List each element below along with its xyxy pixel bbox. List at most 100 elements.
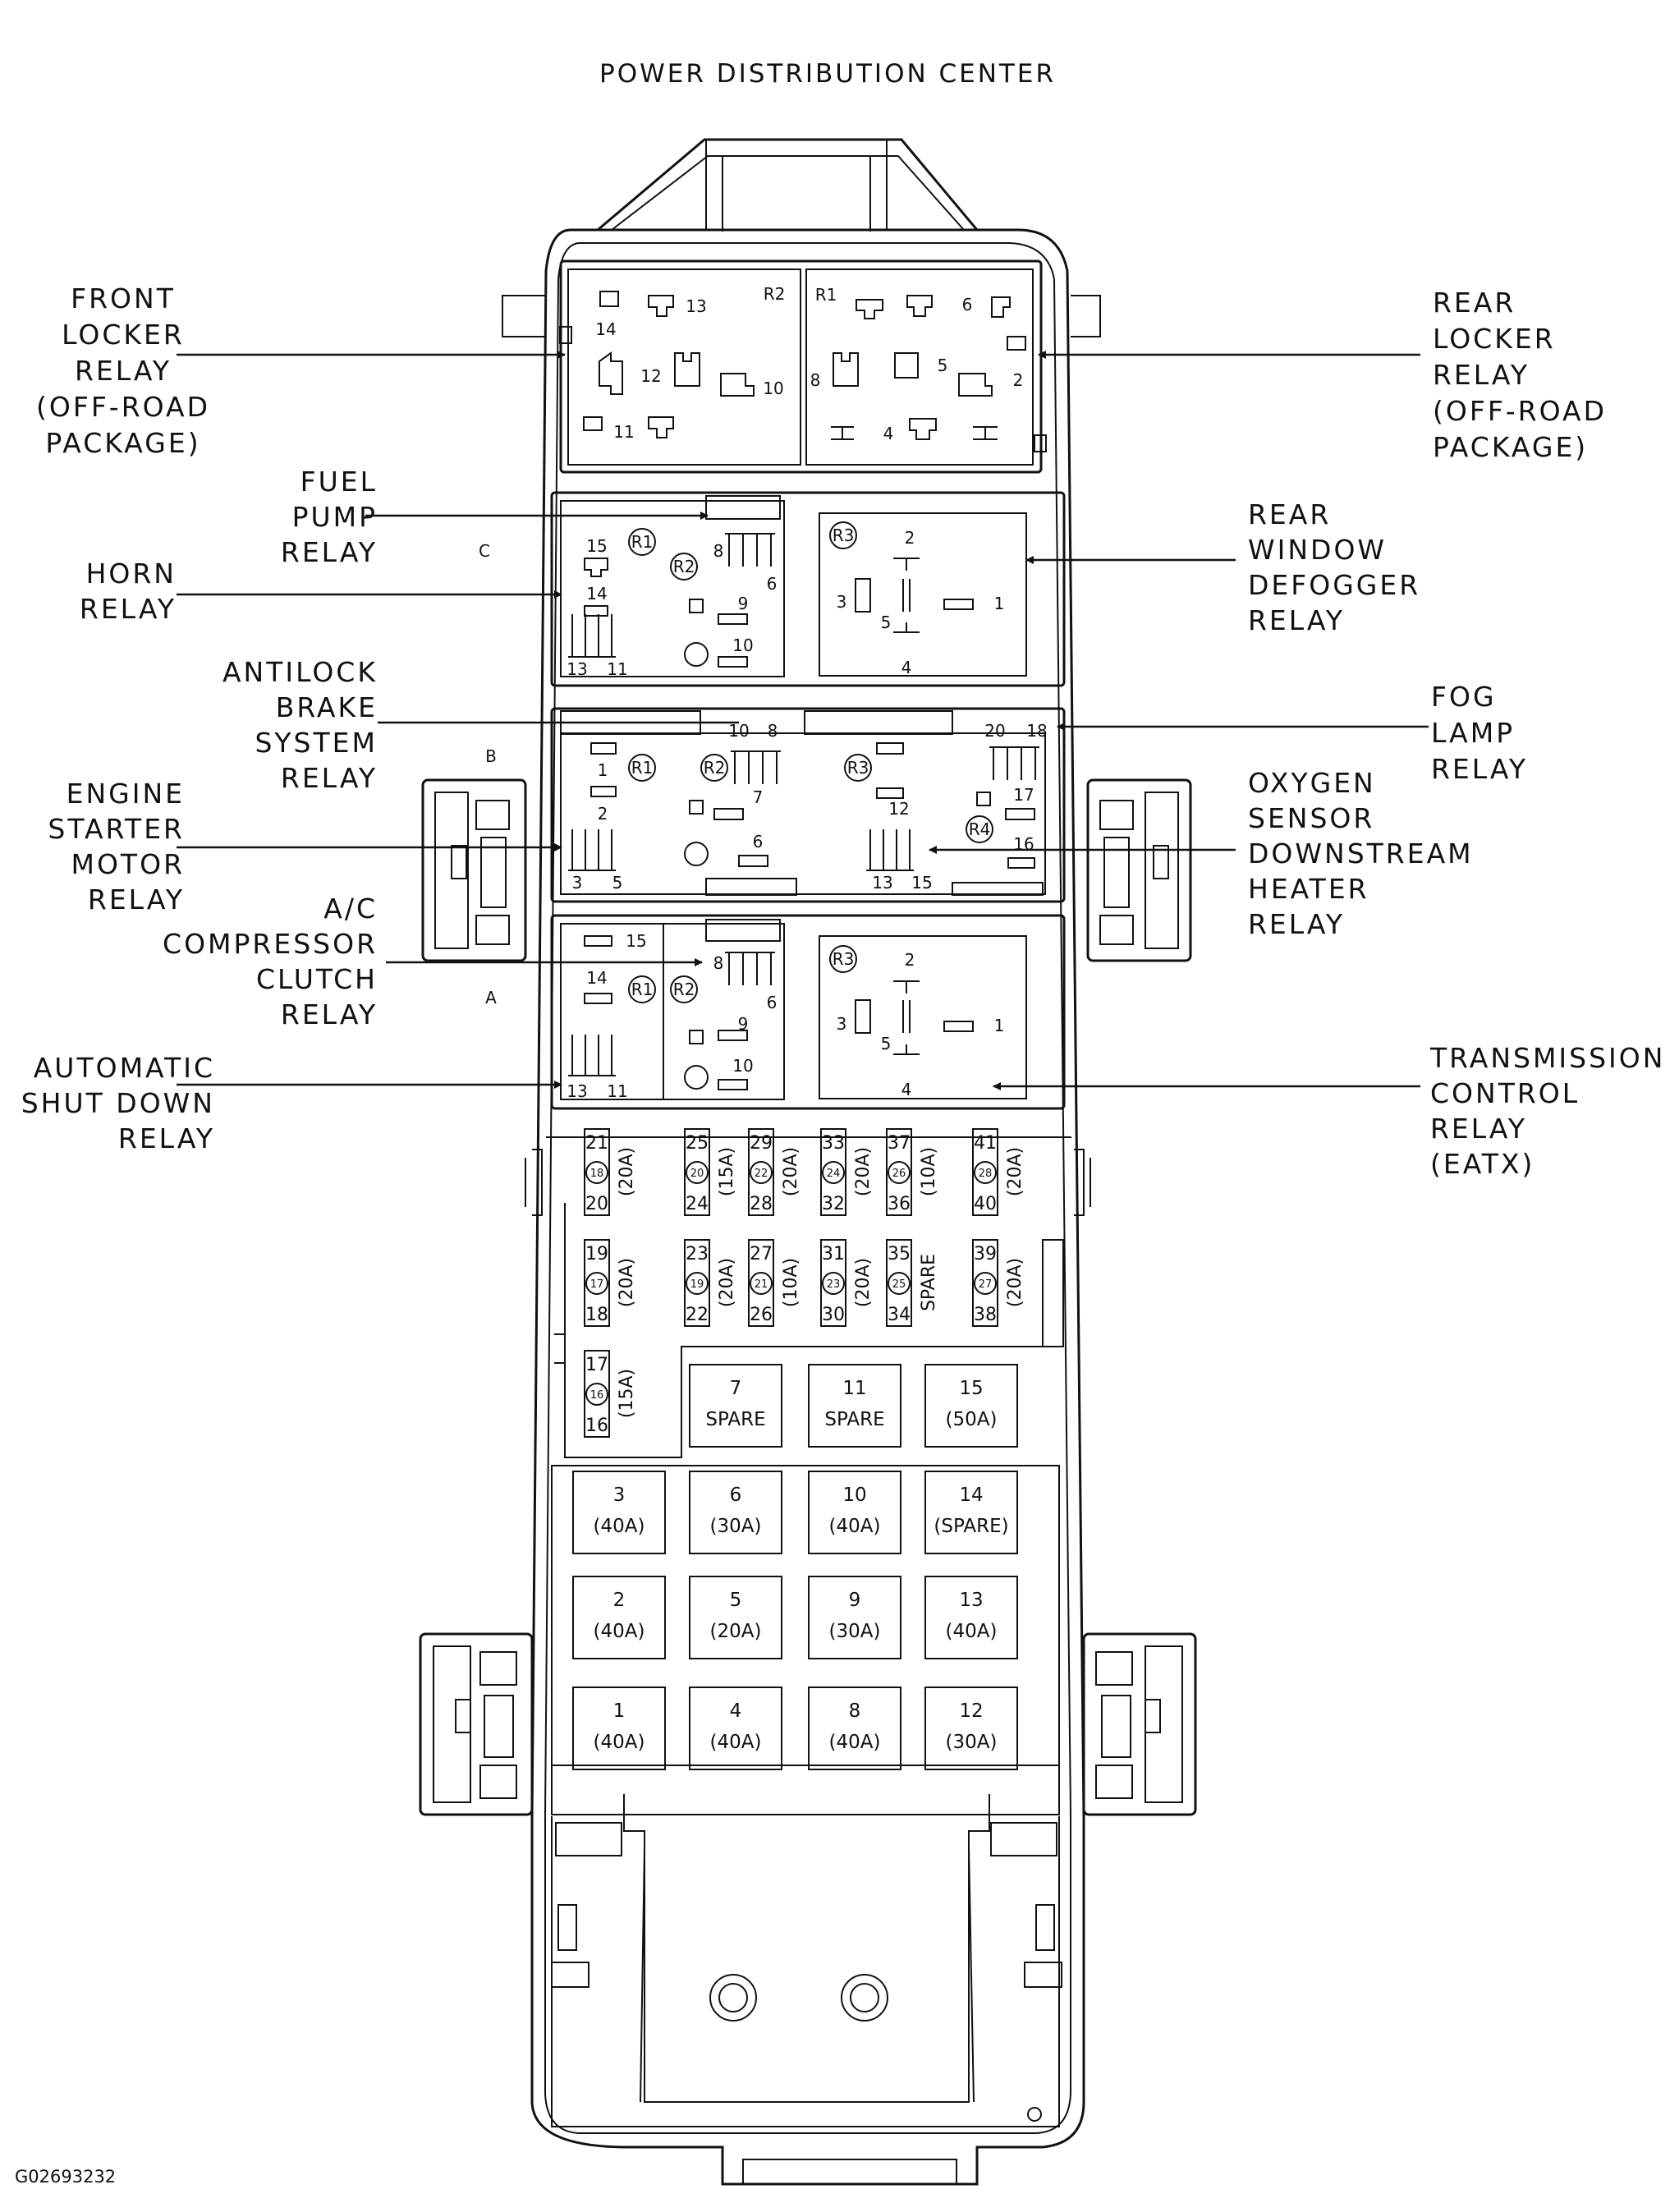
mini-fuse-number: 21 [755, 1278, 768, 1291]
mini-fuse-bottom-cavity: 34 [888, 1305, 911, 1325]
relay-terminal-label: 10 [763, 379, 783, 398]
maxi-fuse-number: 12 [959, 1700, 983, 1722]
relay-terminal-label: R2 [704, 758, 726, 778]
section-letter-b: B [485, 746, 497, 766]
mini-fuse-top-cavity: 41 [974, 1133, 997, 1154]
mini-fuse-rating: (15A) [617, 1369, 637, 1418]
callout-rear-window-defogger-line: RELAY [1248, 604, 1345, 636]
mini-fuse-rating: SPARE [919, 1254, 939, 1311]
mini-fuse-top-cavity: 31 [822, 1244, 845, 1264]
maxi-fuse-number: 10 [842, 1485, 866, 1506]
relay-terminal-label: 14 [586, 584, 607, 603]
relay-terminal-label: R3 [847, 758, 869, 778]
mini-fuse-rating: (15A) [717, 1147, 737, 1196]
relay-terminal-label: R1 [631, 758, 654, 778]
mini-fuse-number: 23 [827, 1278, 841, 1291]
relay-terminal-label: 14 [595, 319, 616, 339]
maxi-fuse: 8(40A) [808, 1687, 901, 1770]
relay-terminal-label: R3 [833, 525, 855, 545]
relay-terminal-label: 3 [572, 873, 583, 893]
callout-antilock-brake-line: RELAY [281, 762, 378, 794]
callout-fuel-pump-line: RELAY [281, 536, 378, 568]
maxi-fuse-number: 6 [730, 1485, 742, 1506]
callout-rear-window-defogger-line: DEFOGGER [1248, 569, 1420, 601]
callout-rear-locker-line: RELAY [1433, 359, 1530, 391]
mini-fuse-bottom-cavity: 36 [888, 1194, 911, 1214]
relay-terminal-label: 15 [586, 536, 607, 556]
mini-fuse-bottom-cavity: 26 [750, 1305, 773, 1325]
mini-fuse-top-cavity: 25 [686, 1133, 709, 1154]
maxi-fuse-number: 15 [959, 1378, 983, 1399]
maxi-fuse-panel: 7SPARE11SPARE15(50A)3(40A)6(30A)10(40A)1… [572, 1364, 1018, 1770]
relay-section-b [550, 707, 1066, 903]
relay-terminal-label: 8 [713, 953, 724, 973]
relay-terminal-label: R4 [969, 819, 991, 839]
relay-terminal-label: 13 [686, 296, 706, 316]
relay-terminal-label: 11 [613, 422, 634, 442]
relay-terminal-label: 6 [753, 832, 764, 851]
relay-terminal-label: 2 [905, 528, 915, 548]
relay-terminal-label: 6 [767, 993, 778, 1012]
mini-fuse-number: 24 [827, 1168, 841, 1180]
callout-oxygen-sensor-line: HEATER [1248, 873, 1369, 905]
callout-ac-compressor-line: COMPRESSOR [163, 928, 378, 960]
relay-terminal-label: 9 [738, 594, 749, 613]
relay-terminal-label: R2 [764, 284, 786, 304]
callout-rear-window-defogger-line: WINDOW [1248, 534, 1387, 566]
mini-fuse-top-cavity: 33 [822, 1133, 845, 1154]
callout-fuel-pump-line: PUMP [292, 501, 378, 533]
relay-terminal-label: 1 [994, 594, 1005, 613]
relay-terminal-label: 17 [1013, 785, 1034, 805]
relay-terminal-label: 1 [598, 760, 608, 780]
relay-terminal-label: R1 [815, 285, 837, 305]
relay-terminal-label: 10 [732, 1056, 753, 1076]
mini-fuse-rating: (20A) [617, 1258, 637, 1307]
maxi-fuse-number: 11 [842, 1378, 866, 1399]
maxi-fuse-number: 2 [613, 1590, 626, 1611]
relay-terminal-label: 8 [810, 370, 821, 390]
relay-terminal-label: 10 [728, 721, 749, 741]
mini-fuse-number: 18 [590, 1168, 604, 1180]
locker-relay-block [559, 259, 1047, 474]
maxi-fuse-rating: (SPARE) [934, 1516, 1008, 1537]
diagram-title: POWER DISTRIBUTION CENTER [599, 59, 1056, 89]
callout-rear-locker-line: PACKAGE) [1433, 431, 1588, 463]
maxi-fuse-number: 8 [849, 1700, 861, 1722]
mini-fuse-rating: (20A) [853, 1258, 874, 1307]
callout-horn-line: RELAY [80, 593, 177, 625]
mini-fuse-rating: (20A) [1005, 1258, 1025, 1307]
callout-front-locker-line: (OFF-ROAD [36, 391, 210, 423]
callout-engine-starter-line: STARTER [48, 813, 185, 845]
maxi-fuse-rating: (40A) [594, 1621, 645, 1642]
maxi-fuse-number: 1 [613, 1700, 626, 1722]
mini-fuse-bottom-cavity: 38 [974, 1305, 997, 1325]
mini-fuse-bottom-cavity: 28 [750, 1194, 773, 1214]
mini-fuse-number: 19 [690, 1278, 704, 1291]
relay-terminal-label: 5 [881, 613, 892, 632]
maxi-fuse-number: 14 [959, 1485, 983, 1506]
relay-terminal-label: 13 [567, 1081, 587, 1101]
housing [419, 138, 1197, 2186]
maxi-fuse-rating: (40A) [829, 1516, 881, 1537]
maxi-fuse: 12(30A) [924, 1687, 1018, 1770]
relay-terminal-label: 2 [905, 950, 915, 970]
maxi-fuse-rating: (40A) [710, 1732, 762, 1753]
mini-fuse-rating: (10A) [919, 1147, 939, 1196]
relay-terminal-label: 8 [713, 541, 724, 561]
relay-terminal-label: 7 [753, 787, 764, 807]
relay-terminal-label: 9 [738, 1014, 749, 1034]
maxi-fuse-rating: (40A) [594, 1732, 645, 1753]
maxi-fuse-rating: SPARE [824, 1409, 884, 1430]
relay-terminal-label: 16 [1013, 834, 1034, 854]
mini-fuse-top-cavity: 19 [585, 1244, 608, 1264]
section-letter-a: A [485, 988, 497, 1007]
relay-terminal-label: R2 [673, 557, 695, 576]
relay-terminal-label: 10 [732, 636, 753, 655]
